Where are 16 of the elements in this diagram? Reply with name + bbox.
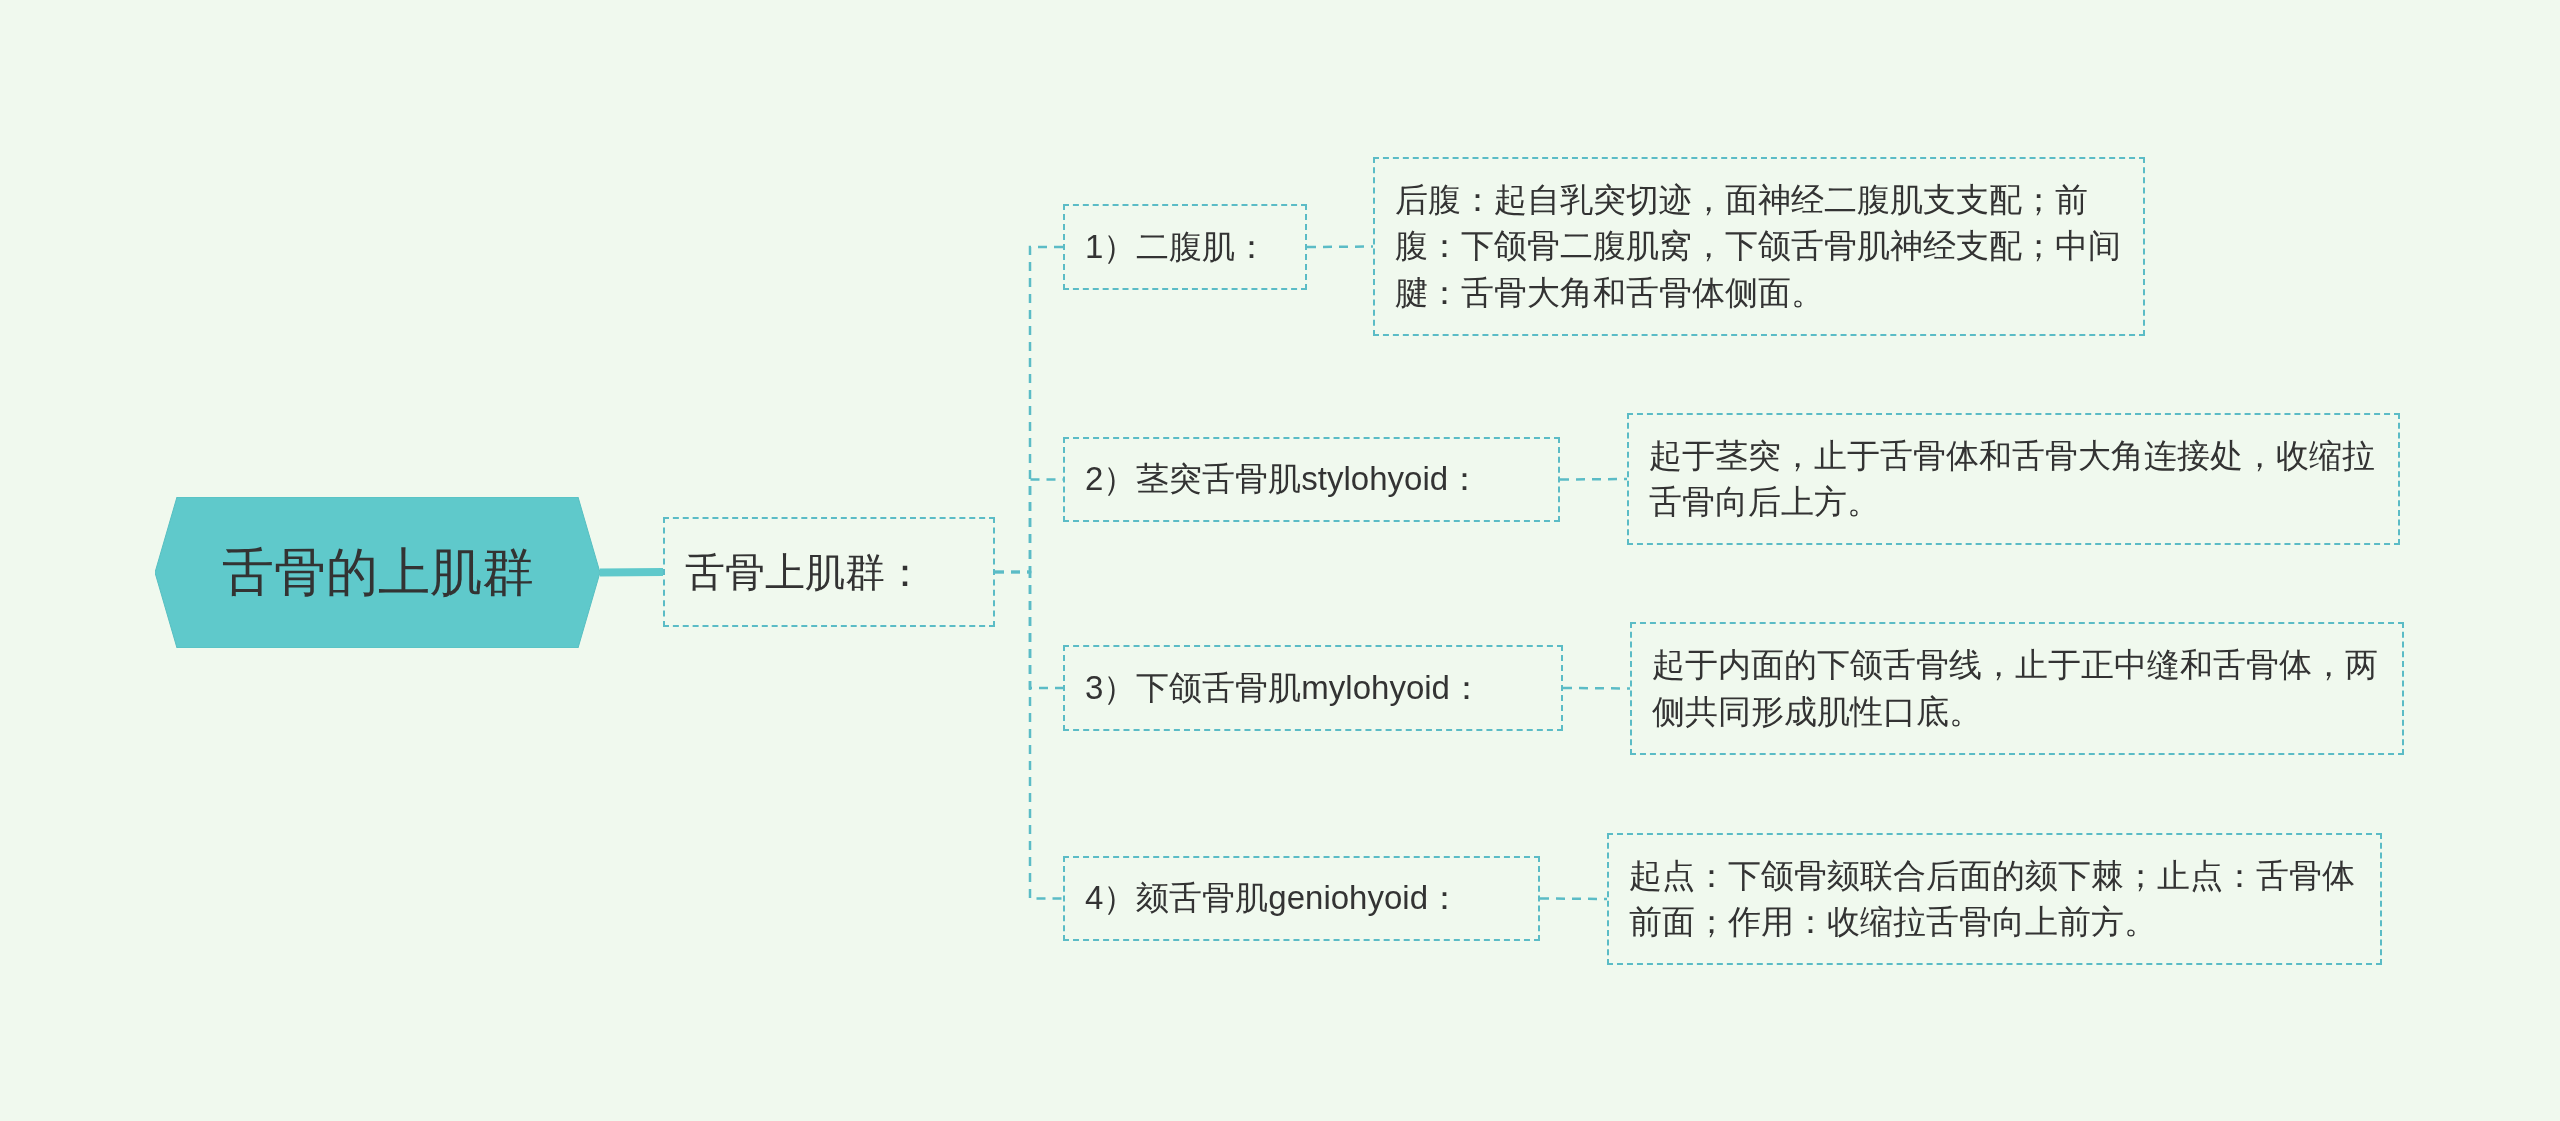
muscle-box: 3）下颌舌骨肌mylohyoid： — [1063, 645, 1563, 731]
connector-line — [1307, 245, 1373, 249]
connector-line — [599, 568, 664, 577]
connector-line — [1540, 897, 1607, 901]
muscle-box: 1）二腹肌： — [1063, 204, 1307, 290]
connector-line — [995, 570, 1063, 900]
description-box: 起点：下颌骨颏联合后面的颏下棘；止点：舌骨体前面；作用：收缩拉舌骨向上前方。 — [1607, 833, 2382, 965]
connector-line — [1560, 477, 1627, 481]
description-box: 后腹：起自乳突切迹，面神经二腹肌支支配；前腹：下颌骨二腹肌窝，下颌舌骨肌神经支配；中间腱：舌骨大角和舌骨体侧面。 — [1373, 157, 2145, 336]
connector-line — [1563, 686, 1630, 690]
description-box: 起于茎突，止于舌骨体和舌骨大角连接处，收缩拉舌骨向后上方。 — [1627, 413, 2400, 545]
description-box: 起于内面的下颌舌骨线，止于正中缝和舌骨体，两侧共同形成肌性口底。 — [1630, 622, 2404, 755]
muscle-box: 2）茎突舌骨肌stylohyoid： — [1063, 437, 1560, 522]
topic-hexagon: 舌骨的上肌群 — [155, 497, 600, 648]
muscle-box: 4）颏舌骨肌geniohyoid： — [1063, 856, 1540, 941]
branch-box: 舌骨上肌群： — [663, 517, 995, 627]
